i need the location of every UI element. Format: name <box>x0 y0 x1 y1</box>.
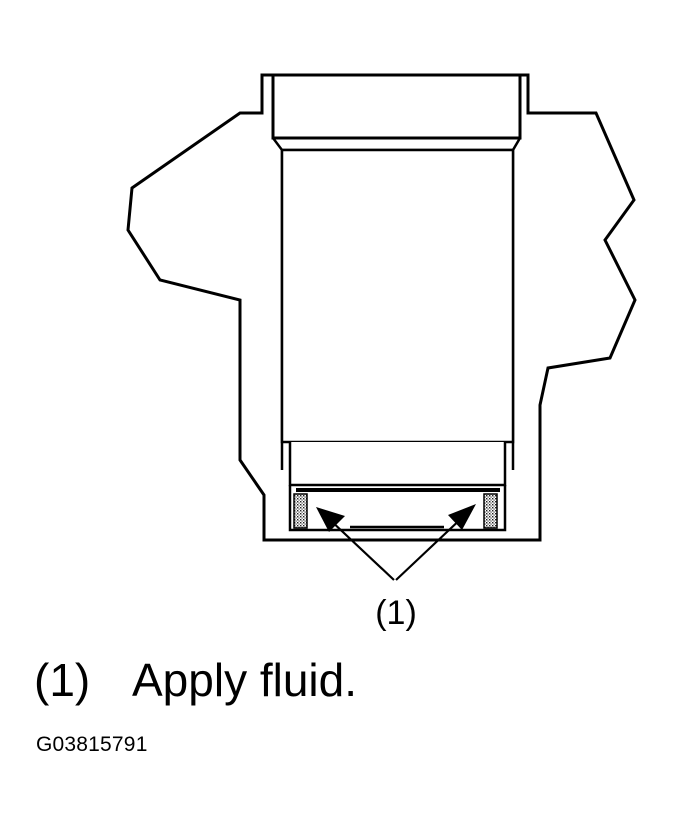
cylinder-neck <box>288 442 507 487</box>
arrowhead-left <box>316 507 345 532</box>
arrowhead-right <box>448 504 476 530</box>
inner-cylinder <box>280 148 515 444</box>
figure-id: G03815791 <box>36 733 148 756</box>
legend-item: (1) Apply fluid. <box>34 652 357 708</box>
seal-groove <box>288 485 507 532</box>
seal-right <box>483 493 498 529</box>
housing-bore <box>271 75 522 140</box>
leader-line-right <box>395 513 467 581</box>
callout-label: (1) <box>375 594 417 632</box>
leader-line-left <box>327 517 395 581</box>
seal-left <box>293 493 308 529</box>
legend: (1) Apply fluid. <box>34 652 357 708</box>
legend-item-text: Apply fluid. <box>132 654 358 706</box>
legend-item-number: (1) <box>34 654 91 706</box>
